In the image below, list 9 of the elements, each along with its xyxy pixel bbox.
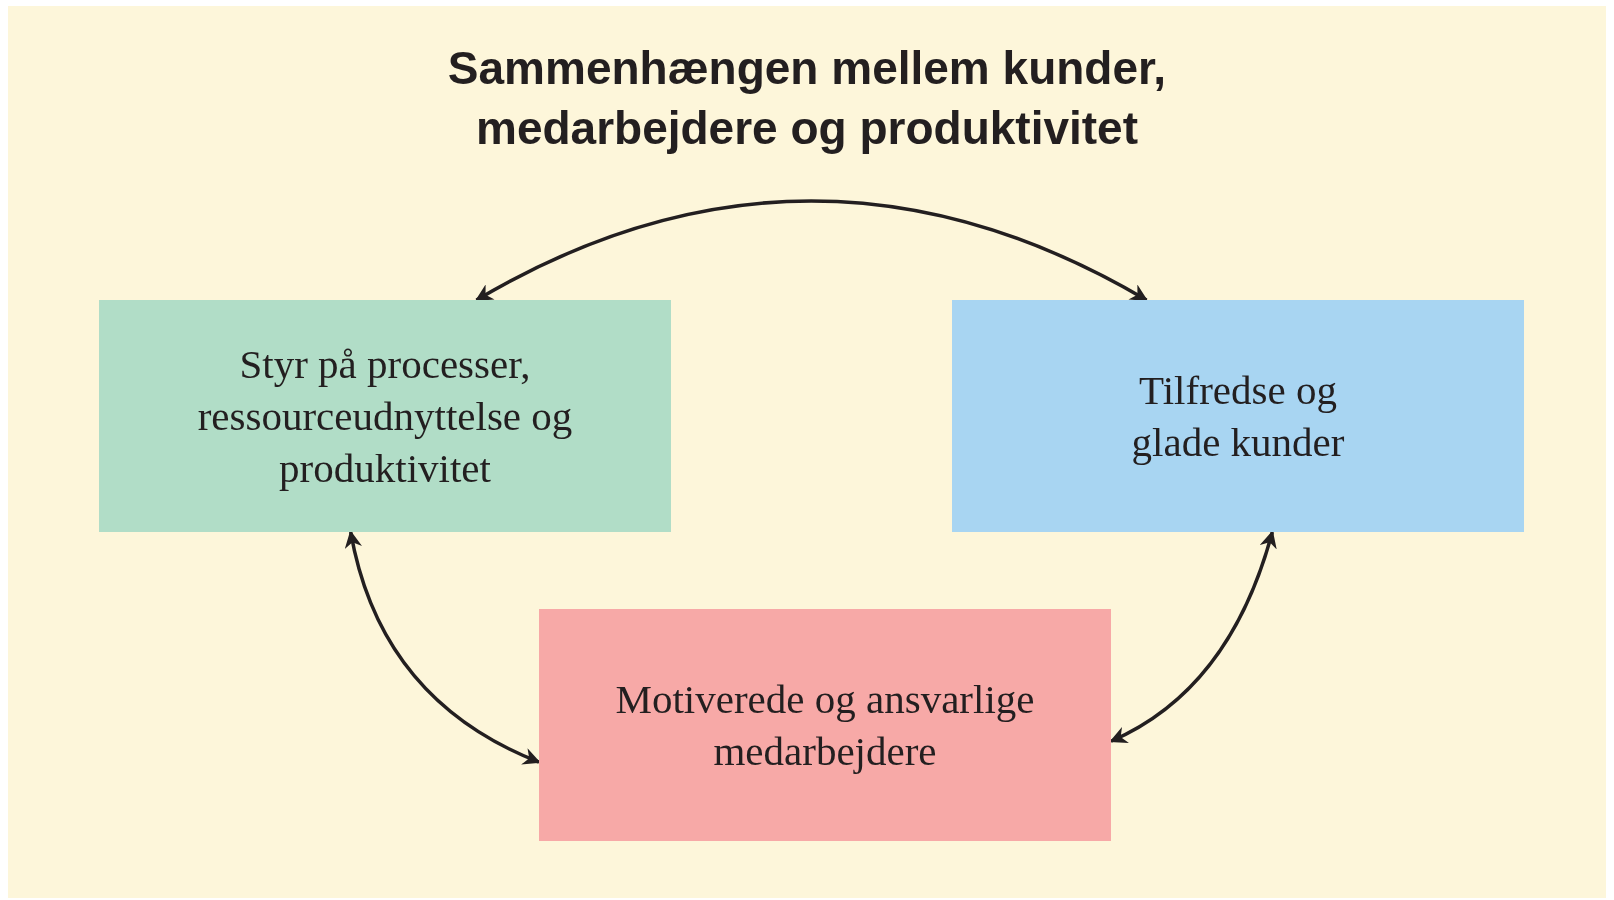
process-box [952,300,1524,532]
box-text: Styr på processer, ressourceudnyttelse og produktivitet [196,340,574,493]
double-arrow [475,199,1148,302]
diagram-title: Sammenhængen mellem kunder, medarbejdere og produktivitet [446,41,1168,156]
process-box [539,609,1111,841]
double-arrow [345,530,541,764]
box-text: Tilfredse og glade kunder [1130,366,1346,467]
process-box [99,300,671,532]
box-text: Motiverede og ansvarlige medarbejdere [614,675,1036,776]
